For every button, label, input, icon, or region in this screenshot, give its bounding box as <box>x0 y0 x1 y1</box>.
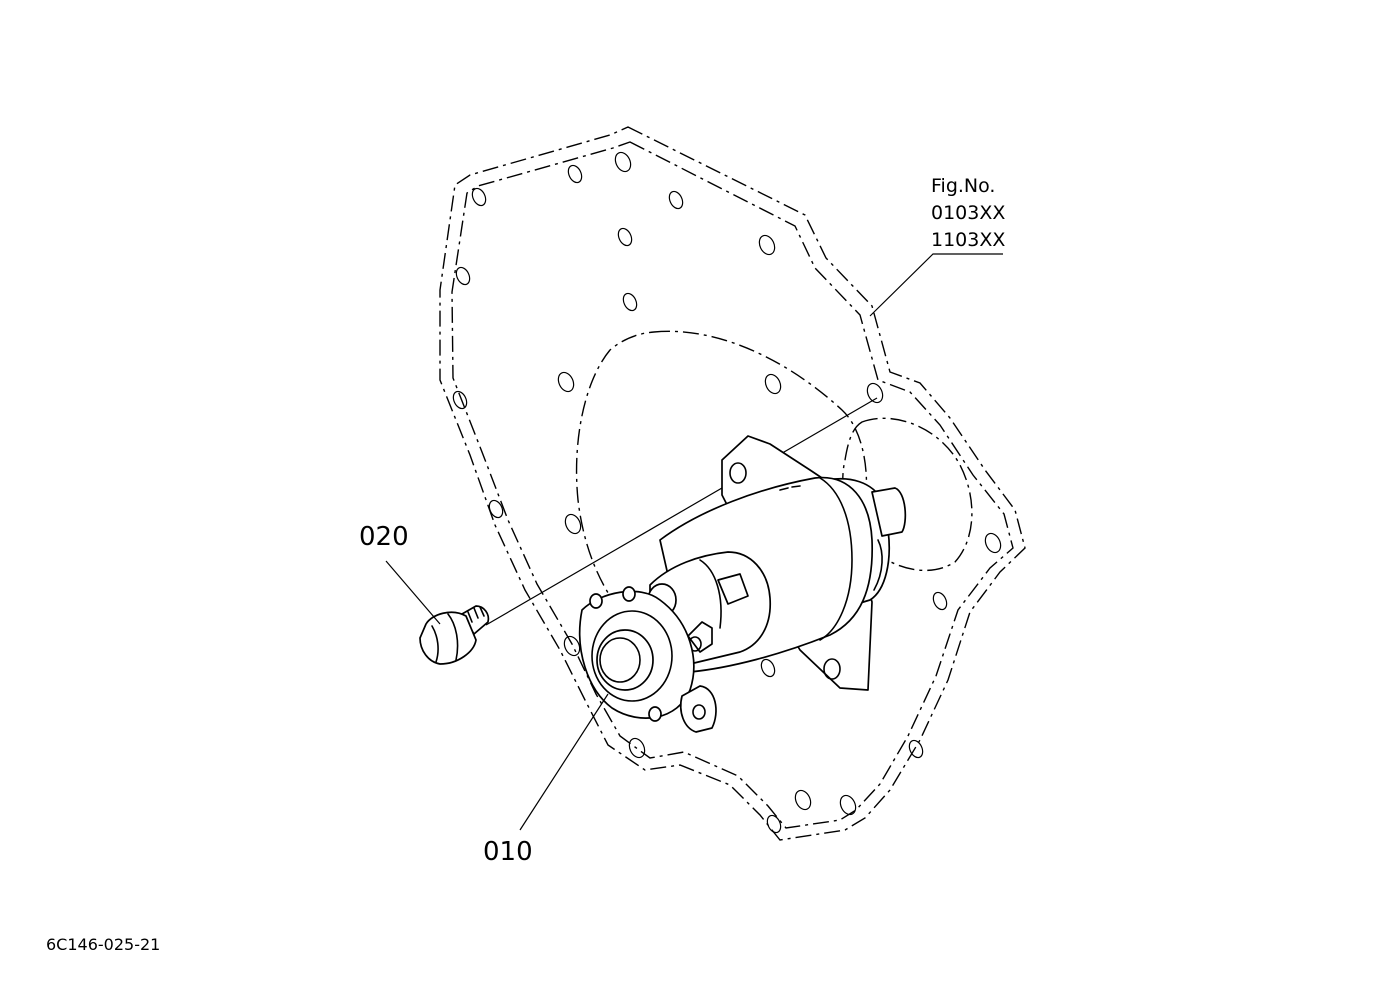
leader-line-010 <box>519 693 609 831</box>
fig-label-line-2: 0103XX <box>931 202 1006 224</box>
fig-label-line-1: Fig.No. <box>931 175 996 197</box>
housing-bolt-holes <box>452 151 1002 834</box>
leader-line-020 <box>385 560 441 625</box>
bolt-axis-line <box>485 397 878 626</box>
bolt-part <box>419 605 490 665</box>
callout-020: 020 <box>359 522 409 552</box>
drawing-code: 6C146-025-21 <box>46 935 161 954</box>
leader-line-fig <box>869 253 1003 317</box>
fig-label-line-3: 1103XX <box>931 229 1006 251</box>
callout-010: 010 <box>483 837 533 867</box>
starter-motor <box>578 435 907 733</box>
